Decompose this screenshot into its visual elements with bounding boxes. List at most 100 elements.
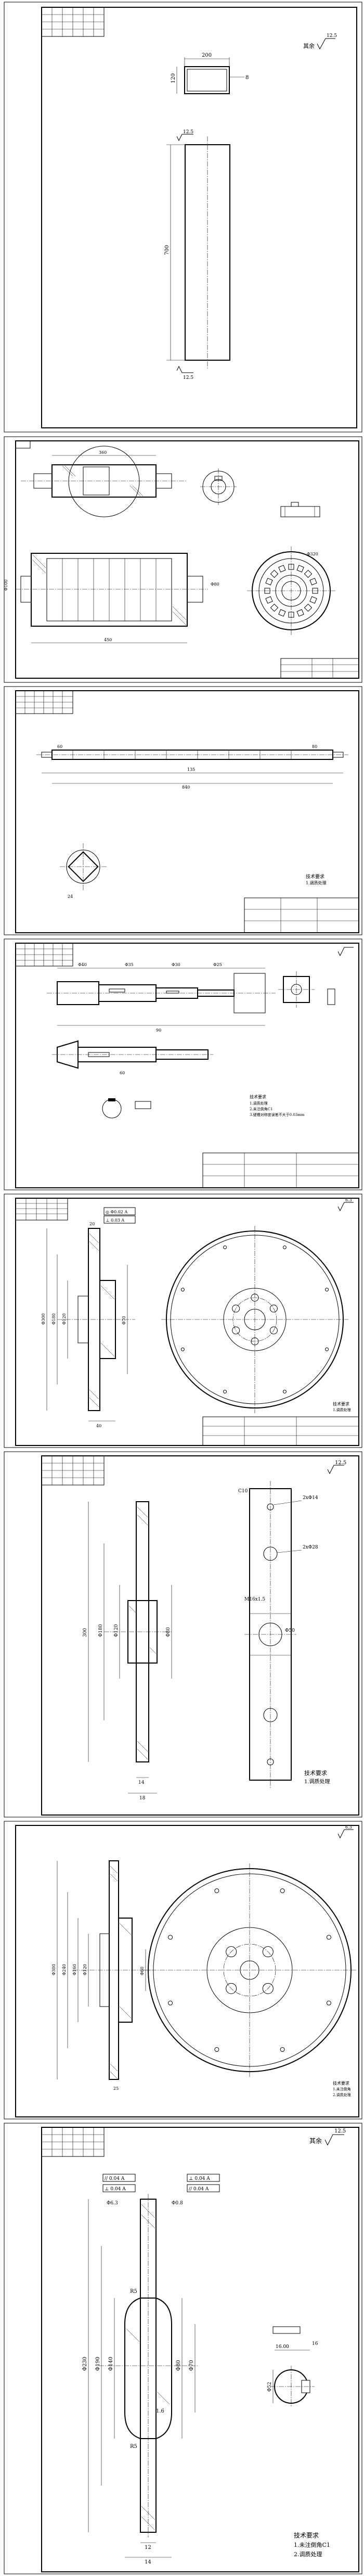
flange-slot: [278, 609, 286, 617]
dim-d5: Φ60: [140, 1966, 145, 1975]
sheet-1-svg: 其余 12.5 200 120 8 700 12.5 12.5: [4, 2, 362, 433]
dim-w1: 20: [89, 1222, 95, 1226]
dim-seg2: 60: [57, 744, 62, 749]
gdt-1: // 0.04 A: [105, 2176, 125, 2181]
dim-b: Φ35: [125, 962, 134, 967]
title-block-5: [202, 1416, 359, 1446]
dim-w1: 12: [145, 2545, 151, 2550]
bolt-hole: [262, 1983, 274, 1994]
dim-key2: Φ0.8: [172, 2201, 183, 2206]
dim-thickness: 8: [245, 75, 249, 81]
flange-slot: [309, 596, 317, 604]
dim-len1: 360: [99, 450, 107, 455]
roughness-other-label: 其余: [303, 42, 315, 49]
long-shaft-view: 135 840 60 80: [36, 744, 348, 790]
assembly-detail-bracket: [280, 502, 320, 517]
ra-value: 6.3: [345, 1198, 352, 1202]
drawing-sheet-8: 其余 12.5 // 0.04 A ⊥ 0.04 A ⊥ 0.04 A // 0…: [0, 2121, 364, 2576]
outer-hole: [282, 1245, 287, 1249]
dim-seg1: 135: [187, 767, 195, 772]
flange-slot: [304, 603, 313, 612]
ra-bottom: 12.5: [183, 375, 193, 380]
dim-sec: 16: [312, 2341, 318, 2346]
assembly-front-section: 450 Φ100 Φ80: [4, 553, 219, 643]
flange-slot: [296, 609, 304, 617]
flange-slot: [312, 588, 318, 594]
dim-r2: R5: [130, 2444, 137, 2450]
disc-section-view: Φ300 Φ180 Φ120 Φ70 40 20: [41, 1222, 135, 1428]
gdt-frames-8: // 0.04 A ⊥ 0.04 A ⊥ 0.04 A // 0.04 A: [102, 2174, 220, 2192]
assembly-small-end-view: [200, 468, 237, 505]
flange-slot: [288, 564, 294, 570]
dim-key1: Φ6.3: [107, 2201, 118, 2206]
sheet-3-svg: 135 840 60 80 24 技术要求 1.调质处理: [4, 686, 362, 935]
dim-d1: Φ230: [82, 2357, 88, 2371]
shaft-keyway-section: [102, 1098, 151, 1119]
tube-cross-section: 200 120 8: [171, 53, 249, 94]
note-1: 1.未注倒角C1: [294, 2541, 330, 2548]
roughness-value: 12.5: [334, 2128, 346, 2134]
note-title: 技术要求: [250, 1094, 266, 1099]
dim-t1: 14: [138, 1780, 145, 1785]
dim-d2: Φ240: [62, 1964, 67, 1975]
dim-m: M16x1.5: [244, 1597, 265, 1602]
technical-notes-6: 技术要求 1.调质处理: [304, 1770, 330, 1785]
shaft-end-view: [278, 971, 335, 1008]
hub-front-view: [143, 1863, 356, 2077]
dim-d4: Φ120: [83, 1964, 87, 1975]
dim-a: Φ40: [78, 962, 87, 967]
flange-slot: [304, 569, 313, 578]
dim-d4: Φ80: [176, 2360, 181, 2371]
dim-seg4: 24: [68, 894, 73, 899]
tube-side-view: 700 12.5 12.5: [164, 130, 230, 380]
dim-d1: Φ100: [4, 579, 8, 591]
dim-d4: Φ70: [122, 1316, 126, 1325]
outer-hole: [280, 2047, 285, 2052]
dim-hole-mid: 2xΦ28: [303, 1545, 318, 1550]
dim-d: Φ25: [213, 962, 222, 967]
gdt-1: ◎ Φ0.02 A: [106, 1210, 127, 1214]
assembly-top-view: 360: [21, 446, 187, 517]
dim-h: 300: [83, 1628, 88, 1637]
dim-t2: 18: [139, 1796, 146, 1801]
dim-bore: Φ52: [267, 2382, 272, 2392]
shaft-lower-view: 60: [52, 1040, 213, 1075]
dim-hole-c: Φ50: [285, 1628, 295, 1633]
dim-height: 120: [171, 73, 176, 83]
drawing-sheet-5: 6.3 ◎ Φ0.02 A ⊥ 0.03 A Φ300 Φ180 Φ120 Φ7…: [0, 1192, 364, 1450]
dim-r1: R5: [130, 2289, 137, 2294]
flange-slot: [296, 565, 304, 573]
drawing-sheet-2: 360 450 Φ100 Φ80: [0, 435, 364, 684]
note-title: 技术要求: [304, 1770, 327, 1776]
flange-slot: [265, 596, 273, 604]
note-2: 2.调质处理: [294, 2551, 322, 2558]
roughness-symbol-icon: [337, 1202, 354, 1212]
dim-d2: Φ80: [211, 582, 219, 587]
shaft-cross-section: 24: [60, 843, 107, 899]
bolt-hole: [262, 1946, 274, 1958]
roughness-symbol-icon: [337, 947, 354, 957]
sheet-7-svg: 6.3 Φ300 Φ240 Φ160 Φ120 Φ60 25 技术要求 1.: [4, 1821, 362, 2120]
outer-hole: [280, 1888, 285, 1894]
revision-table-2: [15, 440, 31, 449]
drawing-sheet-6: 12.5 300 Φ180 Φ120 Φ80 14 18 2xΦ: [0, 1450, 364, 1819]
note-3: 3.键槽对称度误差不大于0.03mm: [250, 1112, 305, 1117]
dim-flange: Φ320: [307, 552, 318, 556]
technical-notes-4: 技术要求 1.调质处理 2.未注倒角C1 3.键槽对称度误差不大于0.03mm: [250, 1094, 305, 1117]
roughness-symbol-icon: [337, 1829, 354, 1839]
dim-f: 60: [120, 1071, 125, 1075]
drawing-sheet-3: 135 840 60 80 24 技术要求 1.调质处理: [0, 684, 364, 937]
roughness-symbol-icon: [317, 38, 335, 50]
ra-value: 6.3: [345, 1825, 352, 1830]
dim-w2: 40: [96, 1424, 101, 1428]
sheet-6-svg: 12.5 300 Φ180 Φ120 Φ80 14 18 2xΦ: [4, 1451, 362, 1818]
bolt-hole: [232, 1304, 240, 1313]
bolt-hole: [226, 1946, 237, 1958]
outer-hole: [168, 1935, 173, 1940]
drawing-sheet-1: 其余 12.5 200 120 8 700 12.5 12.5: [0, 0, 364, 435]
flange-slot: [288, 612, 294, 618]
outer-hole: [325, 1347, 329, 1351]
dim-d5: Φ70: [189, 2360, 194, 2371]
plate-front-view: 2xΦ14 2xΦ28 M16x1.5 C10 Φ50: [238, 1481, 318, 1788]
gdt-4: // 0.04 A: [189, 2187, 209, 2192]
